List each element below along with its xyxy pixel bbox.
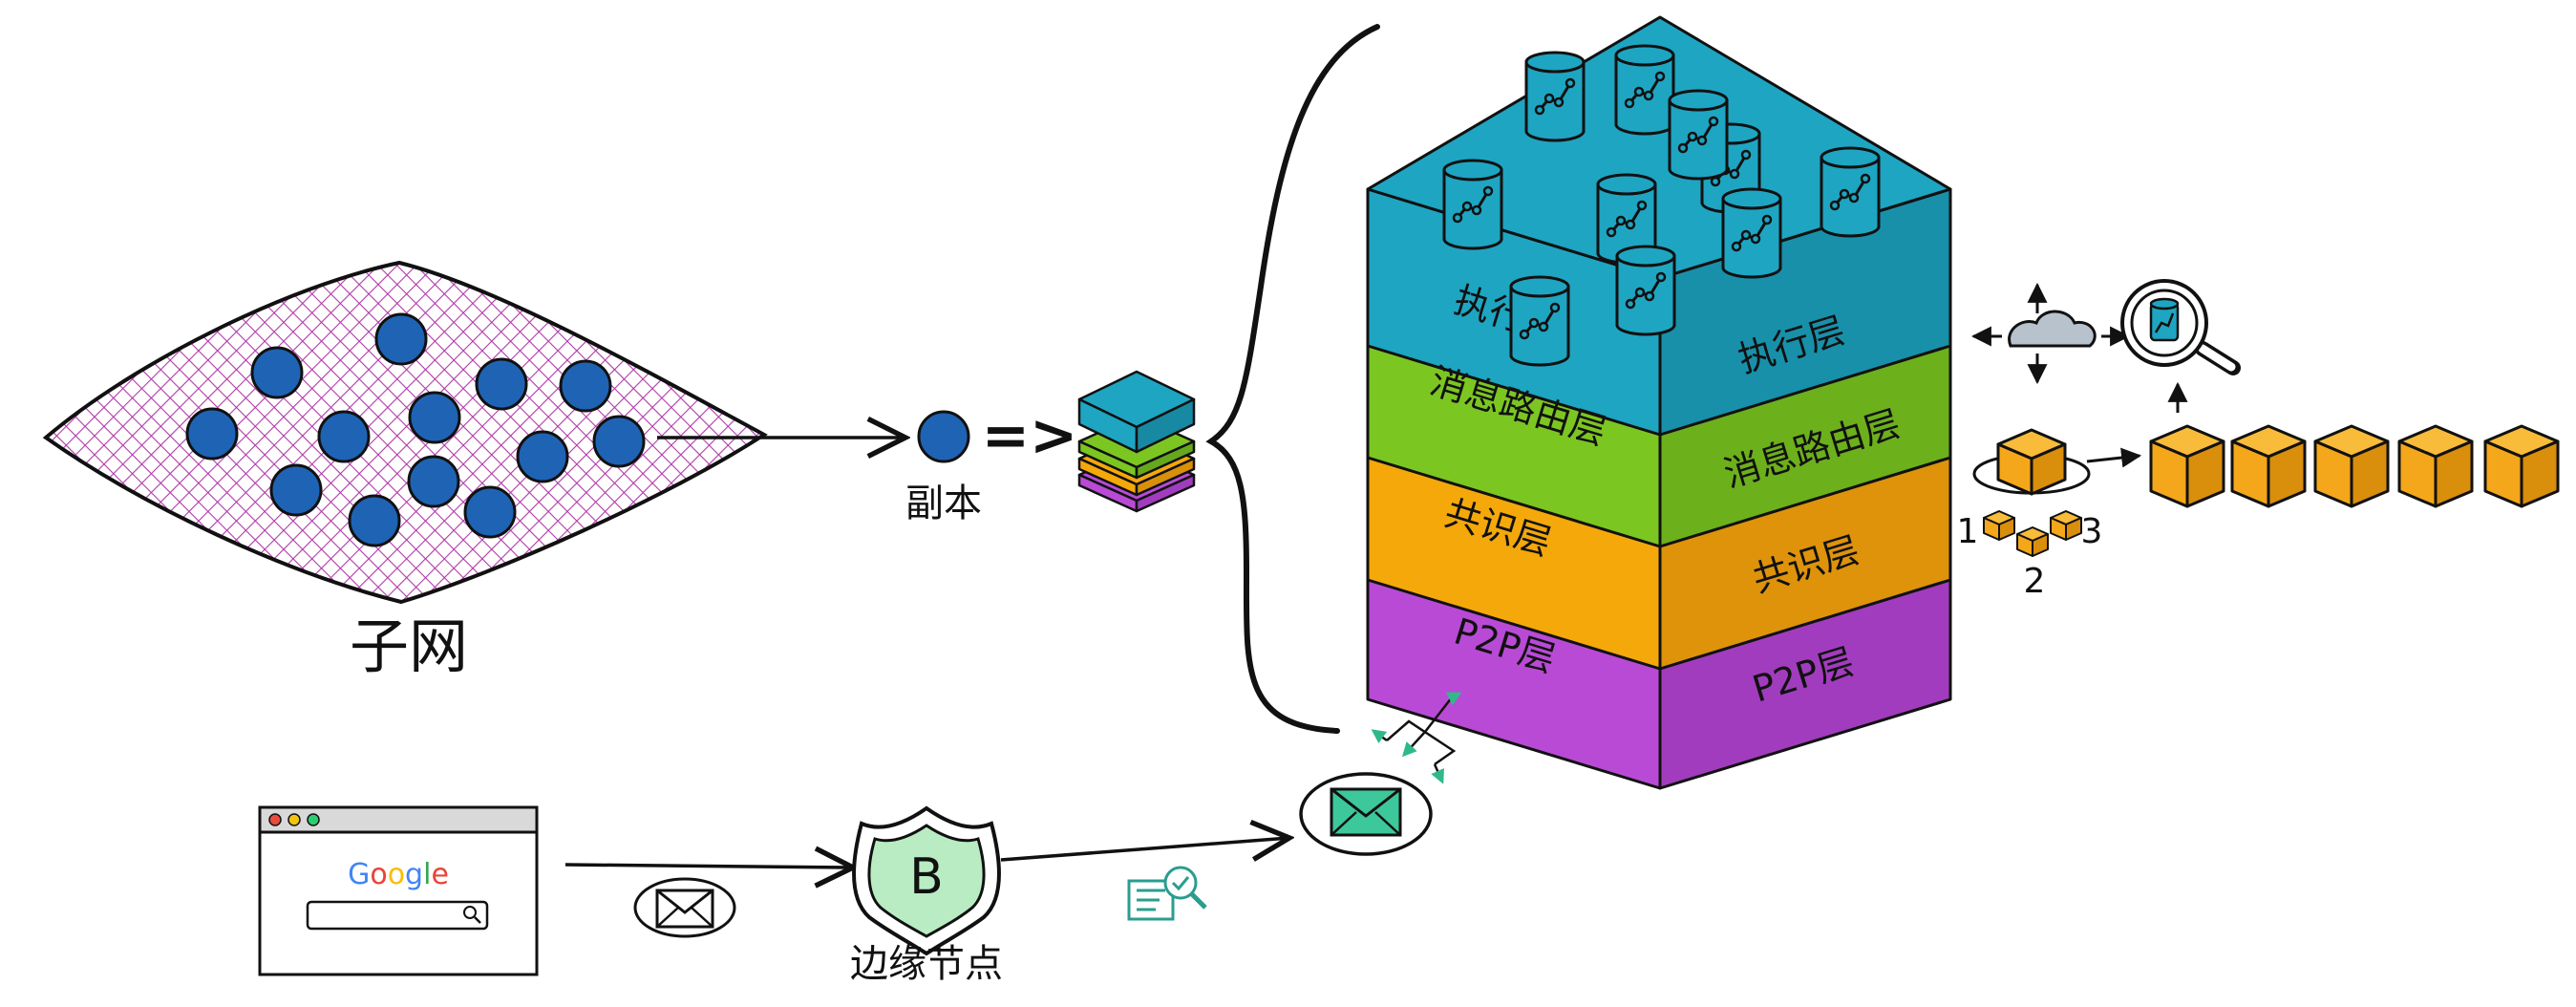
block-number-2: 2 <box>2024 562 2046 601</box>
browser-window: Google <box>258 805 539 976</box>
node-circle <box>269 463 323 517</box>
canister-icon <box>1820 146 1881 238</box>
node-circle <box>185 407 239 461</box>
canister-icon <box>1614 44 1675 136</box>
small-block-1 <box>1983 510 2015 541</box>
edge-to-subnet-arrow <box>1000 838 1289 860</box>
browser-close-dot <box>268 813 282 826</box>
subnet-label: 子网 <box>350 611 468 681</box>
rotating-block-icon <box>1972 428 2091 496</box>
canisters <box>1442 44 1881 367</box>
node-circle <box>463 485 517 539</box>
block-number-1: 1 <box>1957 512 1979 551</box>
browser-brand: Google <box>348 858 449 891</box>
replica-label: 副本 <box>905 482 982 525</box>
node-circle <box>592 415 646 468</box>
canister-icon <box>1442 159 1503 250</box>
node-circle <box>407 455 460 508</box>
chain-block-icon <box>2313 424 2390 508</box>
canister-icon <box>1509 275 1570 367</box>
numbered-blocks <box>1983 510 2082 557</box>
node-circle <box>348 494 401 547</box>
protocol-layer-stack <box>1366 15 1952 790</box>
canister-icon <box>1596 173 1657 265</box>
badge-letter: B <box>909 848 944 906</box>
subnet-nodes <box>185 312 646 547</box>
canister-icon <box>1524 51 1586 142</box>
replica-group: 副本 => <box>905 402 1077 525</box>
chain-block-icon <box>2149 424 2225 508</box>
chain-block-icon <box>2397 424 2474 508</box>
magnifier-icon <box>2120 279 2241 375</box>
block-number-3: 3 <box>2081 512 2103 551</box>
node-circle <box>250 346 304 399</box>
blockchain <box>2149 424 2560 508</box>
chain-block-icon <box>2230 424 2307 508</box>
canister-icon <box>1721 187 1782 279</box>
node-circle <box>475 357 528 411</box>
routing-branch-icon <box>1371 692 1462 784</box>
block-to-chain-arrow <box>2086 447 2142 468</box>
verify-document-icon <box>1127 866 1207 921</box>
browser-to-edge-arrow <box>564 865 853 868</box>
curly-brace <box>1205 24 1380 734</box>
subnet-group: 子网 <box>42 260 768 681</box>
small-block-3 <box>2050 510 2082 541</box>
browser-maximize-dot <box>307 813 320 826</box>
canister-icon <box>1668 89 1729 181</box>
equals-arrow: => <box>982 402 1078 469</box>
search-icon <box>463 906 481 924</box>
envelope-icon-small <box>633 877 736 938</box>
replica-node <box>917 410 970 463</box>
browser-search-bar <box>306 900 489 931</box>
node-circle <box>317 410 371 463</box>
browser-minimize-dot <box>287 813 301 826</box>
subnet-mesh <box>42 260 768 605</box>
mini-layer-stack-icon <box>1077 370 1196 513</box>
envelope-icon-large <box>1299 772 1433 856</box>
node-circle <box>408 391 461 444</box>
node-circle <box>516 430 569 483</box>
node-circle <box>559 359 612 413</box>
node-circle <box>374 312 428 366</box>
cloud-icon <box>1970 282 2131 385</box>
canister-icon <box>1615 245 1676 336</box>
small-block-2 <box>2016 526 2049 557</box>
edge-node-badge: B 边缘节点 <box>850 805 1003 986</box>
chain-block-icon <box>2483 424 2560 508</box>
edge-node-label: 边缘节点 <box>850 942 1003 986</box>
